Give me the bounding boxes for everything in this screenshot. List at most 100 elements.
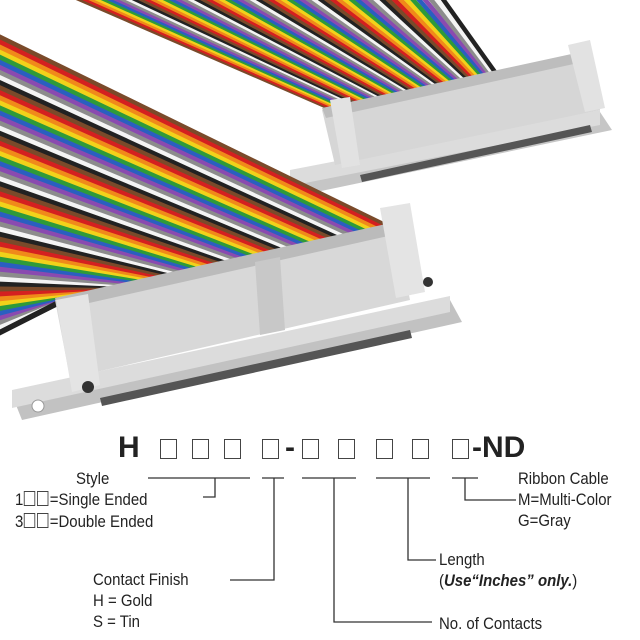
style-box xyxy=(192,439,209,459)
ribbon-wire xyxy=(0,211,196,275)
ribbon-wire xyxy=(0,231,173,280)
ribbon-wire xyxy=(0,186,224,269)
ribbon-wire xyxy=(0,120,296,252)
part-separator: - xyxy=(285,431,295,464)
style-title: Style xyxy=(76,469,110,488)
ribbon-wire xyxy=(434,0,495,74)
contact-finish-title: Contact Finish xyxy=(93,570,189,589)
ribbon-wire xyxy=(0,216,190,276)
ribbon-multicolor: M=Multi-Color xyxy=(518,490,612,509)
ribbon-wire xyxy=(0,90,330,245)
contacts-box xyxy=(338,439,355,459)
ribbon-wire xyxy=(280,0,424,90)
length-leader-line xyxy=(407,478,436,561)
ribbon-wire xyxy=(0,54,369,236)
ribbon-wire xyxy=(0,191,218,270)
style-option-double: 3=Double Ended xyxy=(15,512,154,531)
length-title: Length xyxy=(439,550,485,569)
ribbon-wire xyxy=(0,241,162,283)
ribbon-wire xyxy=(0,150,263,260)
finish-leader-line xyxy=(230,478,275,581)
ribbon-wire xyxy=(416,0,486,76)
ribbon-wire xyxy=(354,0,458,83)
ribbon-wire xyxy=(330,0,447,85)
length-box xyxy=(376,439,393,459)
ribbon-wire xyxy=(286,0,427,90)
ribbon-wire xyxy=(0,105,313,249)
ribbon-wire xyxy=(0,110,308,250)
style-leader-line xyxy=(203,478,216,498)
ribbon-wire xyxy=(0,161,252,262)
ribbon-wire xyxy=(0,221,184,278)
ribbon-gray: G=Gray xyxy=(518,511,571,530)
ribbon-wire xyxy=(0,135,280,256)
ribbon-wire xyxy=(0,130,285,255)
ribbon-wire xyxy=(0,80,341,242)
ribbon-wire xyxy=(385,0,472,80)
ribbon-wire xyxy=(0,145,268,259)
ribbon-wire xyxy=(323,0,444,86)
ribbon-wire xyxy=(367,0,463,82)
ribbon-wire xyxy=(0,140,274,257)
ribbon-wire xyxy=(0,34,392,231)
ribbon-wire xyxy=(336,0,449,85)
connector-back xyxy=(290,40,612,195)
part-prefix: H xyxy=(118,431,140,464)
ribbon-wire xyxy=(0,69,353,240)
ribbon-wire xyxy=(440,0,497,74)
ribbon-wire xyxy=(0,59,364,237)
ribbon-wire xyxy=(292,0,430,89)
ribbon-wire xyxy=(0,74,347,241)
ribbon-wire xyxy=(0,201,207,273)
ribbon-wire xyxy=(0,125,291,254)
ribbon-wire xyxy=(422,0,489,76)
ribbon-wire xyxy=(0,236,167,281)
ribbon-wire xyxy=(0,166,246,264)
ribbon-wire xyxy=(317,0,441,87)
ribbon-wire xyxy=(360,0,461,82)
length-box xyxy=(412,439,429,459)
contact-finish-tin: S = Tin xyxy=(93,612,140,631)
ribbon-wire xyxy=(0,100,319,247)
length-note: (Use“Inches” only.) xyxy=(439,571,578,590)
ribbon-wire xyxy=(342,0,452,84)
ribbon-wire xyxy=(397,0,478,78)
ribbon-wire xyxy=(0,196,212,271)
ribbon-wire xyxy=(305,0,435,88)
ribbon-wire xyxy=(0,85,336,244)
ribbon-wire xyxy=(0,64,358,239)
ribbon-wire xyxy=(0,156,257,261)
contacts-box xyxy=(302,439,319,459)
ribbon-wire xyxy=(391,0,475,79)
style-box xyxy=(160,439,177,459)
contacts-title: No. of Contacts xyxy=(439,614,543,633)
ribbon-wire xyxy=(0,39,386,232)
ribbon-wire xyxy=(0,181,229,267)
ribbon-wire xyxy=(379,0,469,80)
ribbon-wire xyxy=(0,95,325,246)
ribbon-wire xyxy=(0,226,179,279)
ribbon-wire xyxy=(0,115,302,251)
ribbon-wire xyxy=(0,176,235,266)
ribbon-wire xyxy=(0,49,375,235)
ribbon-wire xyxy=(0,299,62,336)
ribbon-wire xyxy=(403,0,480,78)
ribbon-wire xyxy=(428,0,492,75)
ribbon-title: Ribbon Cable xyxy=(518,469,609,488)
ribbon-wire xyxy=(410,0,483,77)
ribbon-wire xyxy=(0,44,381,233)
ribbon-cable-back xyxy=(75,0,497,111)
contacts-leader-line xyxy=(333,478,432,623)
ribbon-wire xyxy=(311,0,438,87)
ribbon-wire xyxy=(373,0,466,81)
ribbon-wire xyxy=(0,171,240,265)
connector-front xyxy=(12,203,462,420)
contact-finish-gold: H = Gold xyxy=(93,591,153,610)
ribbon-cable-illustration xyxy=(0,0,612,420)
part-suffix: -ND xyxy=(472,431,526,464)
ribbon-wire xyxy=(0,206,201,274)
ribbon-wire xyxy=(348,0,455,83)
ribbon-leader-line xyxy=(464,478,516,501)
finish-box xyxy=(262,439,279,459)
